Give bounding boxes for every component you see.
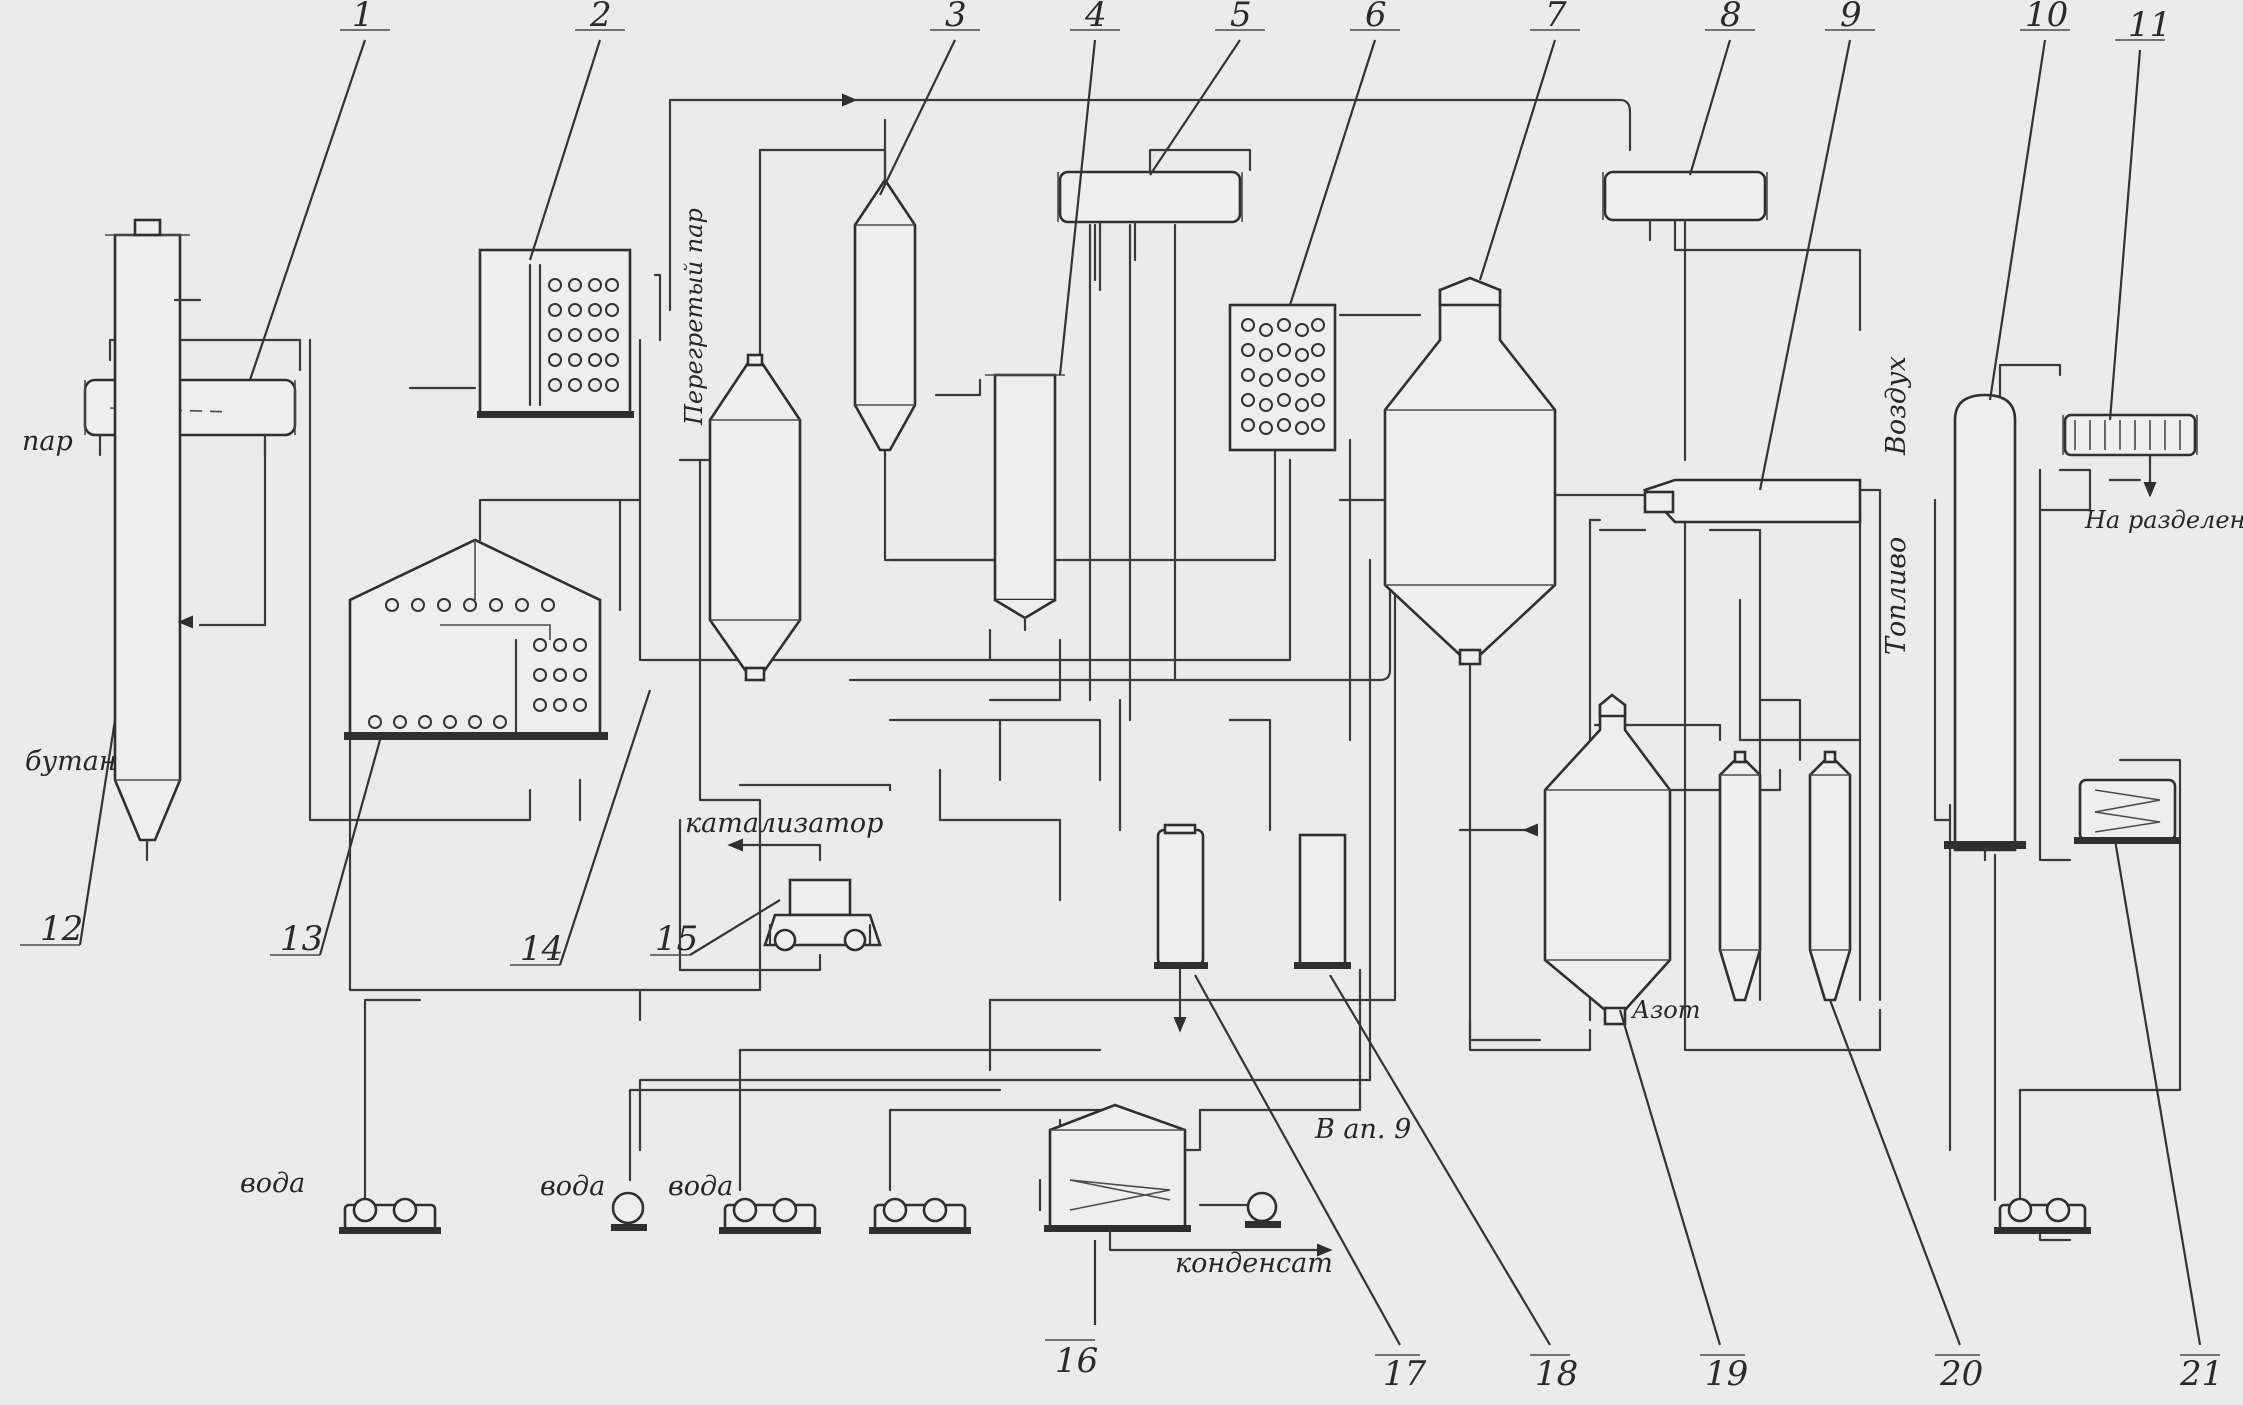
- equipment-11-condenser: [2062, 413, 2198, 457]
- number-20: 20: [1939, 1354, 1983, 1394]
- label-catalyst: катализатор: [685, 808, 883, 839]
- number-15: 15: [655, 919, 698, 959]
- equipment-numbers: 1 2 3 4 5 6 7 8 9 10 11 12 13 14 15 16 1…: [40, 0, 2223, 1394]
- equipment-10-column: [1944, 393, 2026, 862]
- number-21: 21: [2179, 1354, 2223, 1394]
- pump-5: [1245, 1191, 1281, 1228]
- label-water-1: вода: [240, 1168, 305, 1199]
- equipment-16-condensate-tank: [1044, 1103, 1332, 1252]
- number-14: 14: [520, 929, 563, 969]
- number-6: 6: [1365, 0, 1387, 35]
- label-to-apparatus-9: В ап. 9: [1314, 1114, 1411, 1145]
- number-4: 4: [1084, 0, 1107, 35]
- label-butane: бутан: [25, 746, 117, 777]
- number-18: 18: [1535, 1354, 1578, 1394]
- number-17: 17: [1383, 1354, 1427, 1394]
- number-5: 5: [1230, 0, 1252, 35]
- equipment-3-reactor: [853, 118, 917, 452]
- equipment-15-catalyst-feeder: [763, 878, 882, 952]
- equipment-19-vessel: [1543, 693, 1672, 1026]
- number-16: 16: [1055, 1341, 1098, 1381]
- equipment: [83, 118, 2198, 1252]
- label-fuel: Топливо: [1881, 537, 1912, 655]
- equipment-17-filter: [1154, 823, 1208, 1032]
- number-3: 3: [945, 0, 967, 35]
- equipment-14-reactor: [708, 353, 802, 682]
- stream-labels: пар бутан Перегретый пар катализатор вод…: [22, 208, 2243, 1279]
- number-8: 8: [1720, 0, 1742, 35]
- equipment-4-vessel: [985, 373, 1065, 632]
- number-10: 10: [2025, 0, 2068, 35]
- equipment-9-burner: [1642, 478, 1862, 524]
- pump-1: [339, 1197, 441, 1234]
- label-to-separation: На разделен.: [2084, 506, 2243, 534]
- number-2: 2: [589, 0, 612, 35]
- label-condensate: конденсат: [1175, 1248, 1333, 1279]
- number-7: 7: [1545, 0, 1567, 35]
- equipment-12-vaporizer: [105, 218, 202, 862]
- label-air: Воздух: [1881, 356, 1912, 456]
- equipment-20-columns: [1718, 750, 1852, 1002]
- number-11: 11: [2128, 5, 2171, 45]
- pump-2: [611, 1191, 647, 1231]
- equipment-6-furnace: [1228, 303, 1337, 452]
- equipment-8-cooler: [1602, 170, 1768, 242]
- equipment-13-tube-furnace: [344, 538, 608, 740]
- label-water-2: вода: [540, 1171, 605, 1202]
- label-superheated-steam: Перегретый пар: [680, 208, 708, 426]
- pump-4: [869, 1197, 971, 1234]
- label-water-3: вода: [668, 1171, 733, 1202]
- equipment-7-regenerator: [1383, 276, 1557, 666]
- number-19: 19: [1705, 1354, 1748, 1394]
- label-steam: пар: [22, 426, 73, 457]
- equipment-5-condenser: [1057, 170, 1243, 292]
- number-1: 1: [352, 0, 374, 35]
- number-12: 12: [40, 909, 83, 949]
- label-nitrogen: Азот: [1630, 996, 1700, 1024]
- pump-3: [719, 1197, 821, 1234]
- pump-group: [339, 1191, 2091, 1234]
- equipment-18-vessel: [1294, 833, 1351, 969]
- flow-arrows: [177, 93, 2157, 1257]
- number-9: 9: [1840, 0, 1862, 35]
- equipment-2-superheater: [477, 248, 634, 418]
- number-13: 13: [280, 919, 323, 959]
- leader-lines: [20, 29, 2220, 1356]
- equipment-21-heat-exchanger: [2074, 778, 2181, 844]
- pump-6: [1994, 1197, 2091, 1234]
- piping: [108, 98, 2182, 1242]
